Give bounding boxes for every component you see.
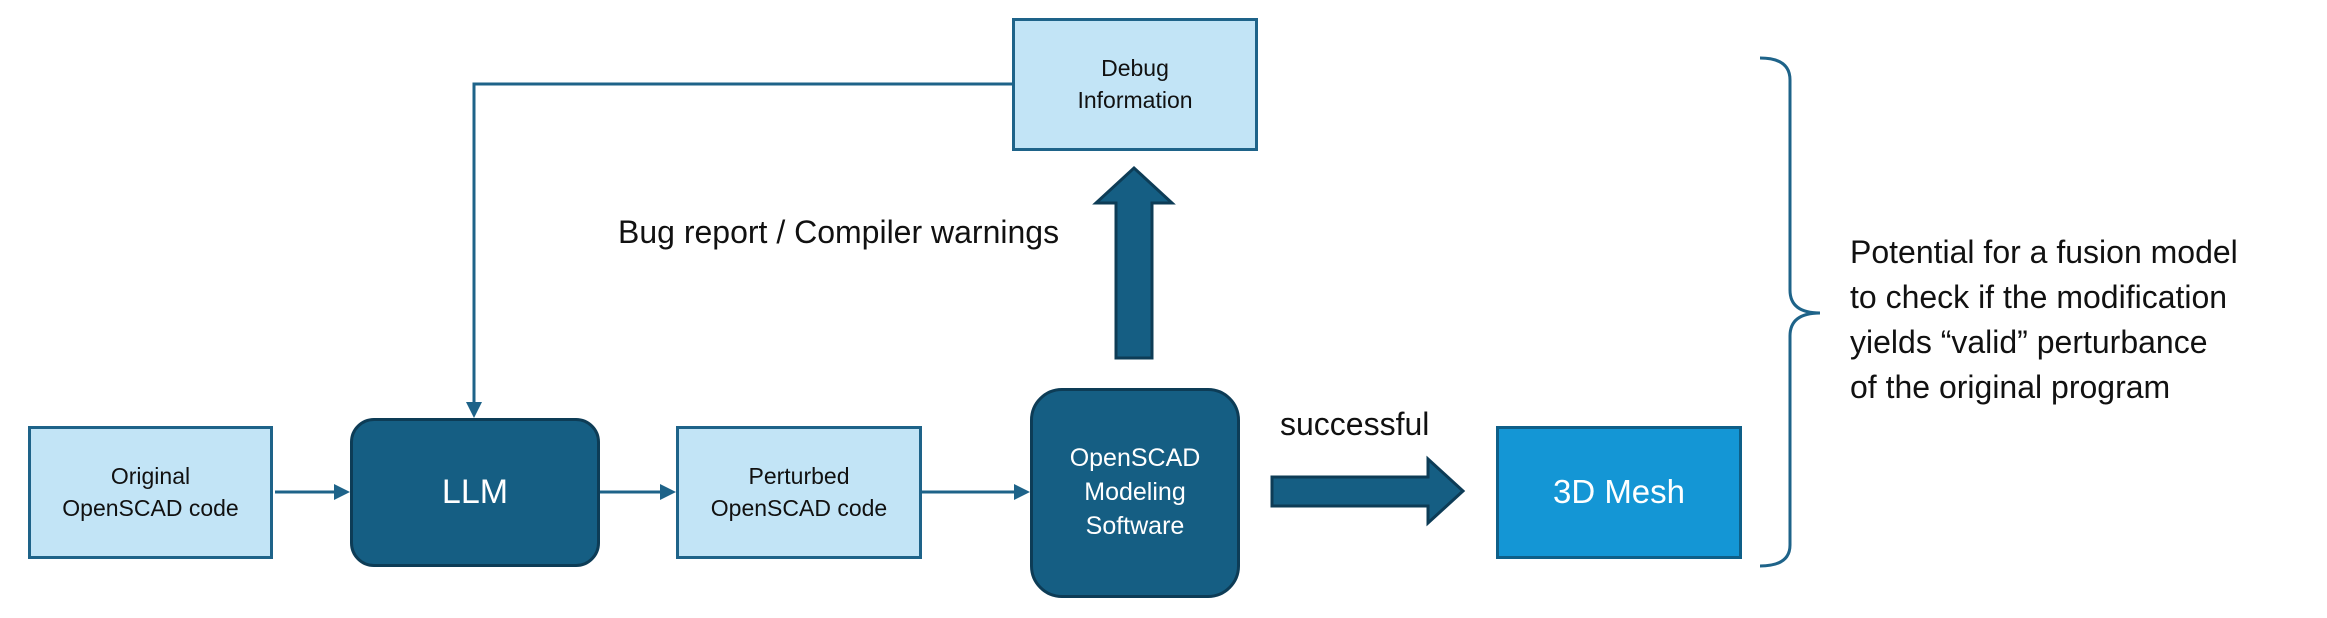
arrow-debug-to-llm [466, 82, 1012, 418]
fusion-model-note: Potential for a fusion model to check if… [1850, 234, 2238, 405]
llm-box: LLM [350, 418, 600, 567]
block-arrow-up [1092, 165, 1176, 360]
debug-info-box: Debug Information [1012, 18, 1258, 151]
arrow-perturbed-to-software [922, 484, 1030, 500]
perturbed-code-label: Perturbed OpenSCAD code [710, 463, 888, 521]
successful-label: successful [1280, 406, 1430, 442]
modeling-software-label: OpenSCAD Modeling Software [1069, 444, 1201, 540]
mesh-label: 3D Mesh [1552, 473, 1686, 511]
mesh-box: 3D Mesh [1496, 426, 1742, 559]
debug-info-label: Debug Information [1077, 55, 1193, 113]
bug-report-label: Bug report / Compiler warnings [618, 214, 1060, 250]
perturbed-code-box: Perturbed OpenSCAD code [676, 426, 922, 559]
arrow-llm-to-perturbed [600, 484, 676, 500]
block-arrow-right [1270, 455, 1466, 527]
original-code-label: Original OpenSCAD code [62, 463, 239, 521]
original-code-box: Original OpenSCAD code [28, 426, 273, 559]
llm-label: LLM [441, 472, 509, 511]
modeling-software-box: OpenSCAD Modeling Software [1030, 388, 1240, 598]
curly-brace [1759, 56, 1821, 568]
arrow-original-to-llm [275, 484, 350, 500]
